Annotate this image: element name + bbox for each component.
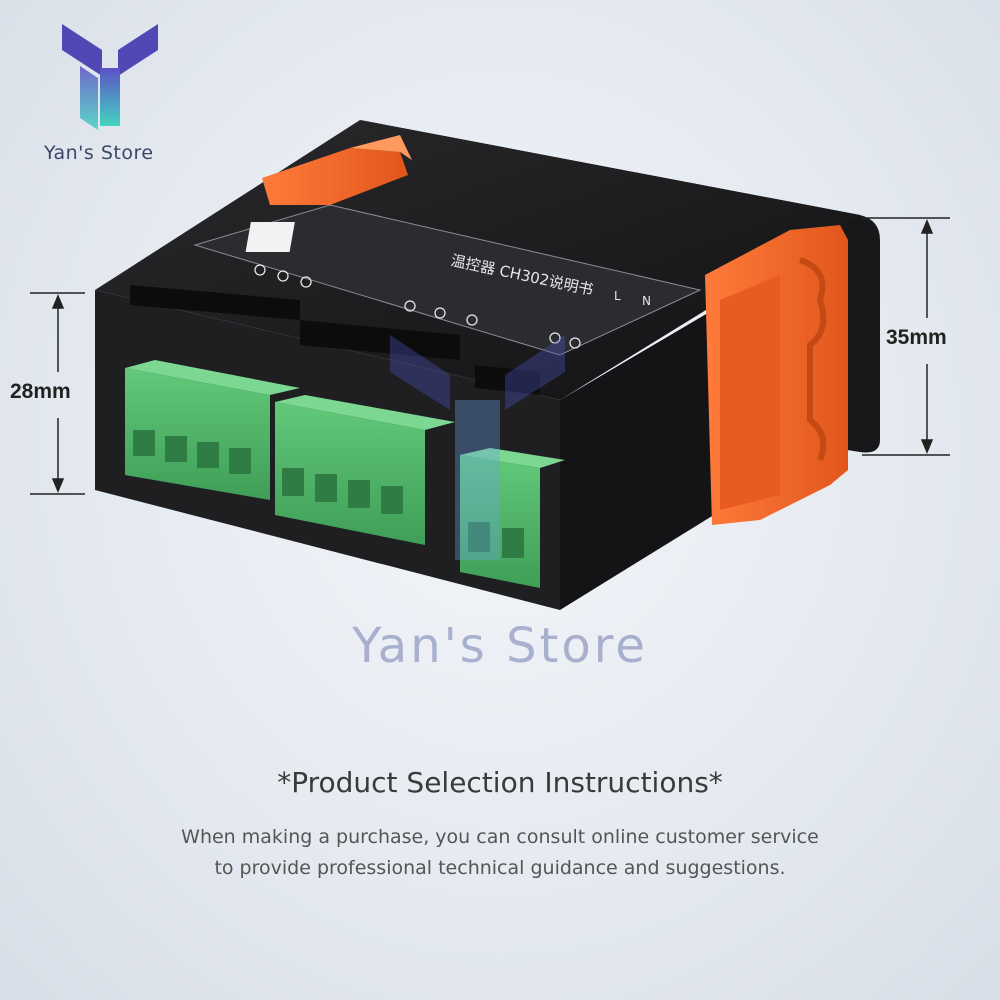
dimension-label-left: 28mm [10, 380, 71, 403]
dimension-line-28mm [30, 292, 85, 495]
svg-text:L: L [614, 289, 621, 303]
dimension-line-35mm [862, 217, 950, 456]
mounting-clip-top [262, 135, 412, 205]
section-title: *Product Selection Instructions* [277, 766, 723, 799]
thermostat-product-image: 温控器 CH302说明书 L N [30, 120, 950, 610]
housing-side [560, 300, 730, 610]
store-logo-icon [62, 24, 158, 130]
watermark-text: Yan's Store [352, 618, 648, 674]
dimension-label-right: 35mm [886, 326, 947, 349]
description-line-2: to provide professional technical guidan… [214, 857, 786, 879]
terminal-block-2 [275, 395, 455, 545]
terminal-block-3 [460, 448, 565, 588]
section-description: When making a purchase, you can consult … [0, 822, 1000, 884]
terminal-block-1 [125, 360, 300, 500]
description-line-1: When making a purchase, you can consult … [181, 826, 819, 848]
mounting-clip-right [705, 225, 848, 525]
logo-text: Yan's Store [44, 142, 154, 164]
watermark-logo-icon [390, 335, 565, 560]
svg-text:N: N [642, 294, 651, 308]
